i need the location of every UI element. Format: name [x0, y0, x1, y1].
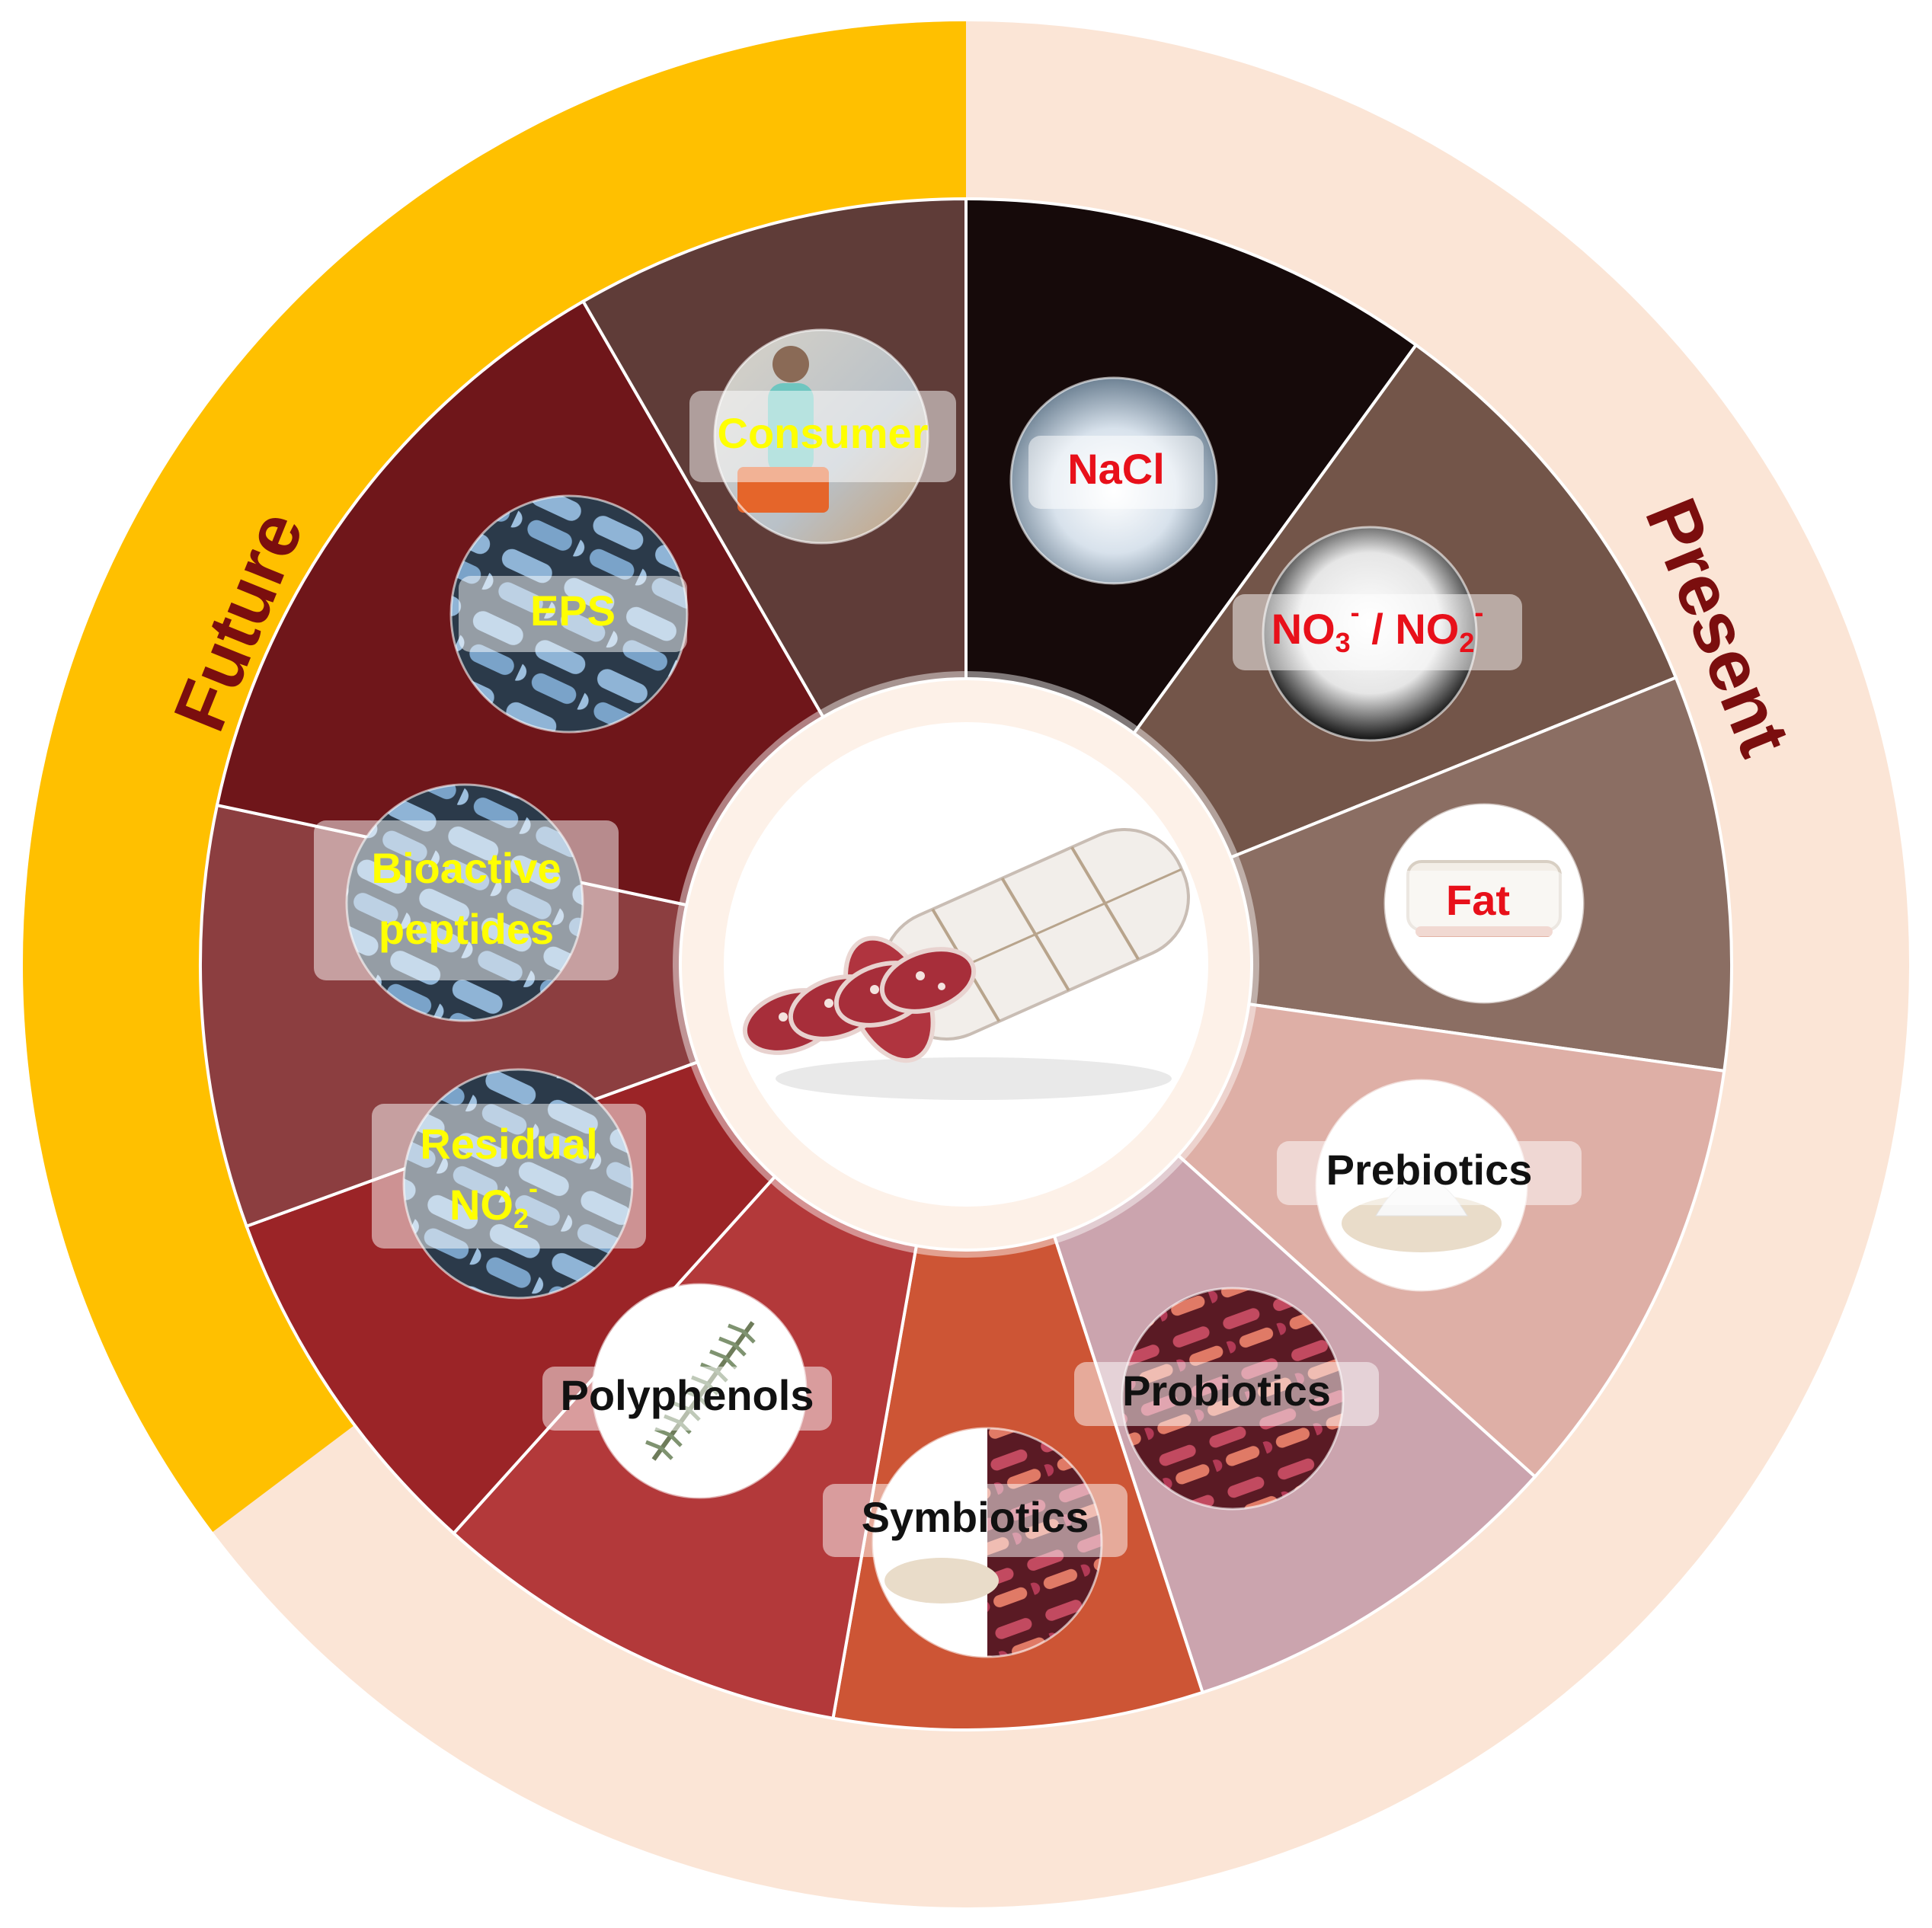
label-nacl: NaCl [1067, 445, 1165, 493]
label-box-nacl [1028, 436, 1204, 509]
label-box-polyphenols [542, 1367, 832, 1431]
label-box-eps [459, 576, 687, 652]
label-box-nitrates [1233, 594, 1522, 670]
label-box-probiotics [1074, 1362, 1379, 1426]
salami-sausage-icon [742, 828, 1190, 1100]
label-consumer: Consumer [718, 409, 929, 457]
future-ring [22, 21, 966, 1533]
label-eps: EPS [530, 587, 616, 635]
label-nitrates: NO3- / NO2- [1271, 596, 1484, 658]
label-polyphenols: Polyphenols [561, 1371, 814, 1419]
label-prebiotics: Prebiotics [1326, 1146, 1533, 1194]
label-box-consumer [689, 391, 956, 482]
label-fat: Fat [1446, 876, 1510, 924]
label-box-peptides [314, 820, 619, 980]
label-box-fat [1390, 871, 1566, 936]
label-box-residual [372, 1104, 646, 1249]
label-box-prebiotics [1277, 1141, 1582, 1205]
label-box-symbiotics [823, 1484, 1128, 1557]
label-symbiotics: Symbiotics [862, 1493, 1089, 1541]
label-probiotics: Probiotics [1122, 1367, 1331, 1415]
inner-hub [673, 671, 1259, 1258]
